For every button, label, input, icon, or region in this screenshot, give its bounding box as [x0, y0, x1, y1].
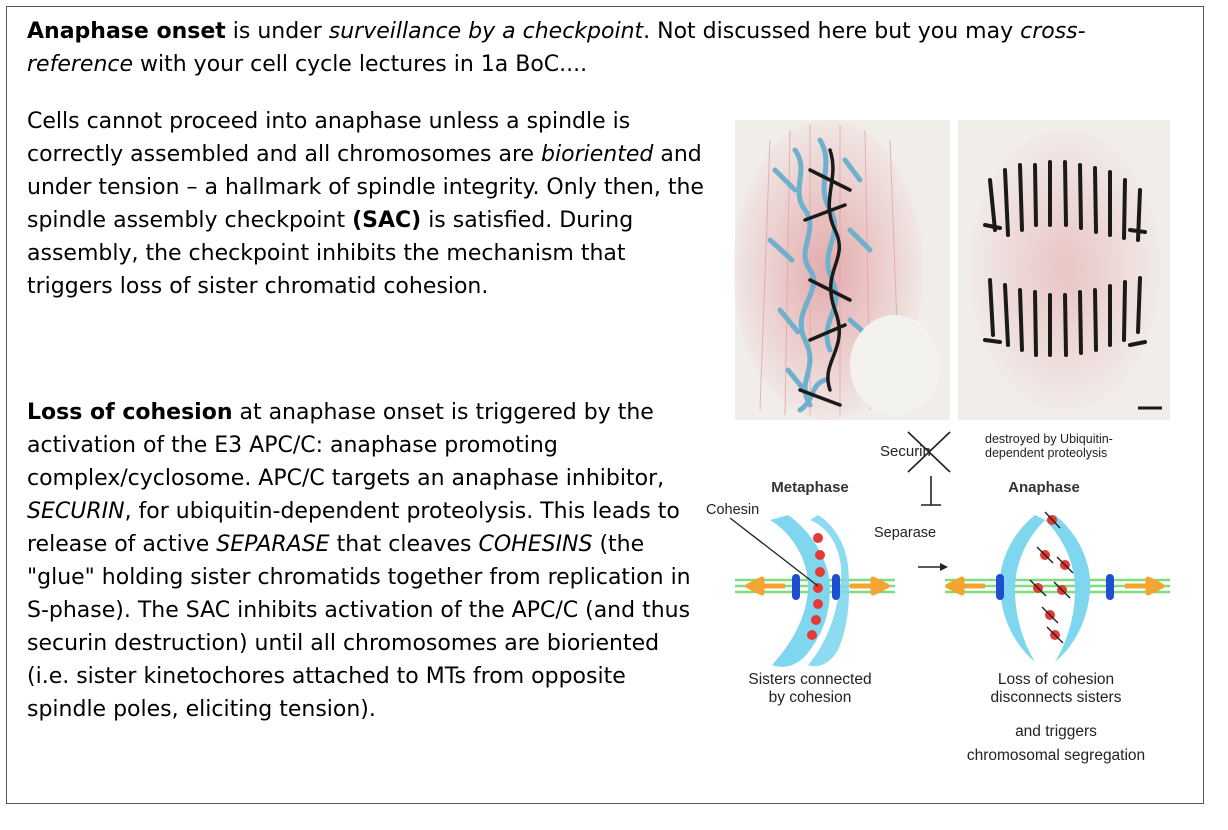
metaphase-title: Metaphase [771, 479, 849, 496]
securin-label: Securin [880, 443, 931, 460]
right-arrow-icon [1125, 576, 1165, 596]
destroyed-label-line1: destroyed by Ubiquitin- [985, 432, 1113, 446]
right-caption-line1: Loss of cohesion [998, 671, 1114, 688]
right-caption-line2: disconnects sisters [991, 689, 1122, 706]
left-caption-line2: by cohesion [769, 689, 852, 706]
left-caption-line1: Sisters connected [748, 671, 871, 688]
cross-out-icon [907, 431, 951, 473]
anaphase-title: Anaphase [1008, 479, 1080, 496]
sac-paragraph: Cells cannot proceed into anaphase unles… [27, 109, 704, 299]
destroyed-label-line2: dependent proteolysis [985, 446, 1107, 460]
metaphase-micrograph [733, 120, 950, 420]
right-arrow-icon [850, 576, 890, 596]
metaphase-diagram [729, 515, 895, 667]
left-arrow-icon [945, 576, 985, 596]
cohesin-label: Cohesin [706, 502, 759, 518]
cohesion-paragraph: Loss of cohesion at anaphase onset is tr… [27, 400, 691, 722]
separase-label: Separase [874, 525, 936, 541]
anaphase-micrograph [958, 120, 1170, 420]
transition-arrow-icon [918, 563, 948, 571]
extra-caption-line2: chromosomal segregation [967, 747, 1145, 764]
anaphase-diagram [945, 511, 1170, 662]
left-arrow-icon [745, 576, 785, 596]
inhibition-icon [921, 476, 941, 506]
anaphase-figure: Securin destroyed by Ubiquitin- dependen… [700, 110, 1190, 790]
extra-caption-line1: and triggers [1015, 723, 1097, 740]
intro-text: Anaphase onset is under surveillance by … [27, 19, 1086, 77]
